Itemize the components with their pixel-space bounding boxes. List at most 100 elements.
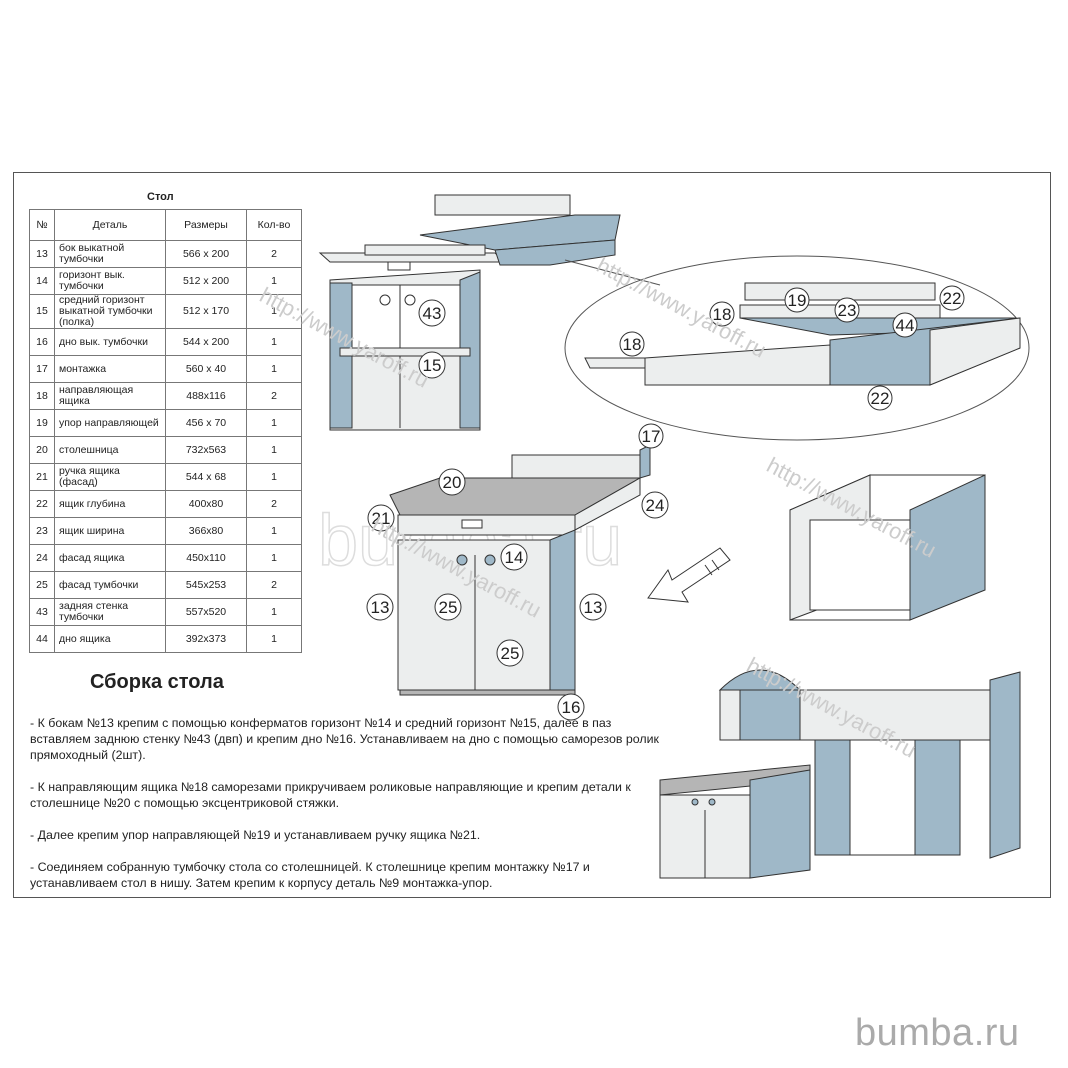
part-name: ящик ширина — [54, 517, 166, 545]
svg-text:22: 22 — [943, 289, 962, 308]
insert-direction-arrow-icon — [647, 547, 731, 603]
assembly-step: - Далее крепим упор направляющей №19 и у… — [30, 828, 481, 842]
parts-table-title: Стол — [147, 191, 174, 203]
label-17: 17 — [638, 423, 664, 449]
part-size: 545x253 — [165, 571, 247, 599]
svg-text:18: 18 — [713, 305, 732, 324]
bumba-footer-watermark: bumba.ru — [855, 1012, 1020, 1054]
label-13-left: 13 — [366, 593, 394, 621]
part-size: 512 x 200 — [165, 267, 247, 295]
callout-pointer — [564, 259, 661, 286]
svg-text:24: 24 — [646, 496, 665, 515]
parts-table-header-row: № Деталь Размеры Кол-во — [29, 209, 302, 241]
part-name: направляющая ящика — [54, 382, 166, 410]
guide-stop-part — [434, 194, 571, 216]
svg-text:21: 21 — [372, 509, 391, 528]
label-13-right: 13 — [579, 593, 607, 621]
part-qty: 2 — [246, 490, 302, 518]
label-18-left: 18 — [619, 331, 645, 357]
label-25-left: 25 — [434, 593, 462, 621]
svg-text:20: 20 — [443, 473, 462, 492]
svg-text:16: 16 — [562, 698, 581, 717]
svg-text:44: 44 — [896, 316, 915, 335]
svg-text:25: 25 — [439, 598, 458, 617]
svg-text:43: 43 — [423, 304, 442, 323]
part-qty: 2 — [246, 240, 302, 268]
part-qty: 1 — [246, 328, 302, 356]
part-number: 24 — [29, 544, 55, 572]
label-23: 23 — [834, 297, 860, 323]
assembly-step: - К направляющим ящика №18 саморезами пр… — [30, 780, 631, 810]
drawing-sheet-border — [13, 172, 1051, 898]
label-19: 19 — [784, 287, 810, 313]
niche-box — [789, 474, 986, 621]
drawer-exploded — [584, 282, 1021, 386]
assembly-title: Сборка стола — [90, 671, 224, 693]
label-18-upper: 18 — [709, 301, 735, 327]
assembled-desk — [389, 444, 651, 696]
part-name: бок выкатной тумбочки — [54, 240, 166, 268]
svg-text:13: 13 — [584, 598, 603, 617]
part-number: 44 — [29, 625, 55, 653]
svg-text:14: 14 — [505, 548, 524, 567]
part-qty: 1 — [246, 267, 302, 295]
part-name: дно ящика — [54, 625, 166, 653]
part-size: 392x373 — [165, 625, 247, 653]
part-qty: 1 — [246, 463, 302, 491]
label-43: 43 — [418, 299, 446, 327]
assembly-step: - Соединяем собранную тумбочку стола со … — [30, 860, 590, 890]
part-size: 732x563 — [165, 436, 247, 464]
part-qty: 1 — [246, 544, 302, 572]
svg-text:17: 17 — [642, 427, 661, 446]
label-22-top: 22 — [939, 285, 965, 311]
svg-text:13: 13 — [371, 598, 390, 617]
svg-text:22: 22 — [871, 389, 890, 408]
label-20: 20 — [438, 468, 466, 496]
assembly-steps: - К бокам №13 крепим с помощью конфермат… — [30, 715, 670, 907]
label-24: 24 — [641, 491, 669, 519]
part-size: 456 x 70 — [165, 409, 247, 437]
svg-text:15: 15 — [423, 356, 442, 375]
part-name: горизонт вык. тумбочки — [54, 267, 166, 295]
label-16: 16 — [557, 693, 585, 721]
part-size: 560 x 40 — [165, 355, 247, 383]
part-number: 16 — [29, 328, 55, 356]
assembly-step: - К бокам №13 крепим с помощью конфермат… — [30, 716, 659, 762]
header-size: Размеры — [165, 209, 247, 241]
part-name: средний горизонт выкатной тумбочки (полк… — [54, 294, 166, 329]
label-15: 15 — [418, 351, 446, 379]
part-number: 23 — [29, 517, 55, 545]
part-size: 544 x 200 — [165, 328, 247, 356]
header-number: № — [29, 209, 55, 241]
label-25-right: 25 — [496, 639, 524, 667]
mounting-strip — [511, 454, 641, 479]
svg-text:19: 19 — [788, 291, 807, 310]
drawer-detail-callout — [564, 255, 1030, 441]
part-number: 25 — [29, 571, 55, 599]
part-name: столешница — [54, 436, 166, 464]
svg-text:18: 18 — [623, 335, 642, 354]
loft-bed-with-desk — [659, 669, 1021, 879]
exploded-cabinet — [318, 194, 621, 431]
svg-text:23: 23 — [838, 301, 857, 320]
part-number: 13 — [29, 240, 55, 268]
part-qty: 1 — [246, 625, 302, 653]
part-qty: 2 — [246, 571, 302, 599]
part-qty: 1 — [246, 409, 302, 437]
svg-text:25: 25 — [501, 644, 520, 663]
label-22-bottom: 22 — [867, 385, 893, 411]
label-21: 21 — [367, 504, 395, 532]
label-14: 14 — [500, 543, 528, 571]
label-44: 44 — [892, 312, 918, 338]
part-name: задняя стенка тумбочки — [54, 598, 166, 626]
